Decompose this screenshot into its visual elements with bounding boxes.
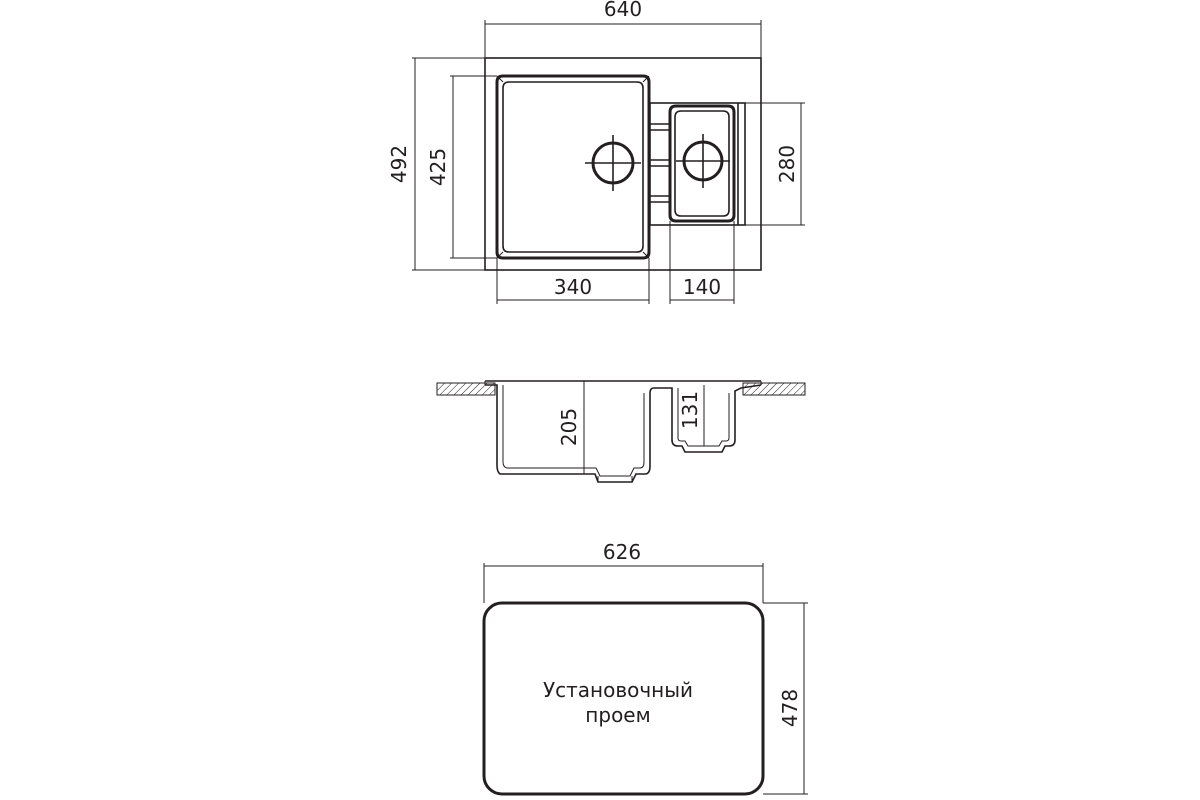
dimension-main-bowl-depth: 425	[426, 75, 497, 259]
main-bowl-height-label: 205	[557, 408, 581, 446]
main-bowl	[495, 74, 651, 260]
cutout-depth-label: 478	[778, 689, 802, 727]
cutout-label-line1: Установочный	[543, 678, 693, 702]
small-drain	[676, 134, 730, 188]
dimension-small-bowl-height: 131	[678, 385, 705, 446]
section-view: 205 131	[436, 380, 806, 483]
cutout-outline	[482, 601, 765, 796]
overall-width-label: 640	[604, 0, 642, 21]
dimension-overall-width: 640	[484, 0, 762, 58]
small-bowl-width-label: 140	[683, 275, 721, 299]
dimension-small-bowl-width: 140	[669, 221, 735, 304]
dimension-cutout-depth: 478	[763, 602, 808, 795]
main-bowl-depth-label: 425	[426, 148, 450, 186]
dimension-overall-depth: 492	[387, 57, 485, 271]
overflow-channels	[649, 123, 670, 203]
dimension-main-bowl-width: 340	[496, 258, 650, 304]
overall-depth-label: 492	[387, 145, 411, 183]
dimension-cutout-width: 626	[483, 540, 764, 603]
small-bowl-depth-label: 280	[775, 145, 799, 183]
main-bowl-width-label: 340	[554, 275, 592, 299]
dimension-small-bowl-depth: 280	[745, 102, 805, 226]
dimension-main-bowl-height: 205	[557, 381, 585, 474]
cutout-width-label: 626	[603, 540, 641, 564]
small-bowl-height-label: 131	[678, 391, 702, 429]
top-view: 640 492 425 340 140	[387, 0, 805, 304]
countertop-left	[436, 382, 496, 396]
main-bowl-profile	[485, 384, 670, 483]
main-drain	[585, 135, 641, 191]
cutout-label-line2: проем	[585, 703, 650, 727]
small-bowl	[649, 102, 746, 226]
cutout-view: Установочный проем 626 478	[482, 540, 808, 796]
countertop-right	[742, 382, 806, 396]
sink-outer-rim	[484, 57, 762, 271]
